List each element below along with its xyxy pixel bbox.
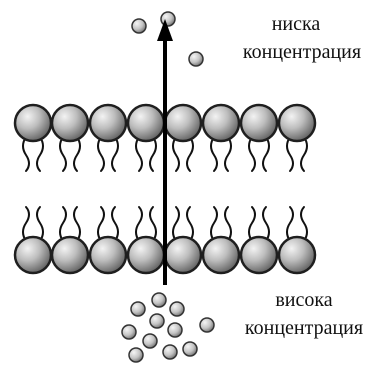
molecule-icon xyxy=(199,317,215,333)
lipid-tail xyxy=(186,206,194,242)
lipid-tail xyxy=(135,206,143,242)
lipid-tail xyxy=(224,206,232,242)
lipid-head-icon xyxy=(163,235,203,275)
lipid-head-icon xyxy=(88,103,128,143)
lipid-tail xyxy=(300,206,308,242)
lipid-head-icon xyxy=(13,103,53,143)
lipid-tail xyxy=(73,136,81,172)
molecule-icon xyxy=(160,11,176,27)
molecule-icon xyxy=(167,322,183,338)
molecule-icon xyxy=(121,324,137,340)
lipid-head-icon xyxy=(13,235,53,275)
lipid-head-icon xyxy=(50,235,90,275)
lipid-head-icon xyxy=(277,103,317,143)
molecule-icon xyxy=(169,301,185,317)
lipid-head-icon xyxy=(239,103,279,143)
lipid-head-icon xyxy=(277,235,317,275)
lipid-head-icon xyxy=(201,235,241,275)
lipid-tail xyxy=(36,206,44,242)
lipid-tail xyxy=(111,136,119,172)
lipid-tail xyxy=(286,206,294,242)
low-concentration-label-line2: концентрация xyxy=(243,41,361,63)
lipid-tail xyxy=(248,206,256,242)
lipid-tail xyxy=(172,136,180,172)
lipid-tail xyxy=(172,206,180,242)
molecule-icon xyxy=(131,18,147,34)
lipid-tail xyxy=(22,136,30,172)
lipid-head-icon xyxy=(239,235,279,275)
lipid-tail xyxy=(59,206,67,242)
molecule-icon xyxy=(162,344,178,360)
high-concentration-molecules xyxy=(121,292,215,363)
lipid-tail xyxy=(248,136,256,172)
molecule-icon xyxy=(142,333,158,349)
lipid-tail xyxy=(22,206,30,242)
lipid-tail xyxy=(210,206,218,242)
lipid-tail xyxy=(186,136,194,172)
lipid-tail xyxy=(149,206,157,242)
low-concentration-label-line1: ниска xyxy=(272,13,321,35)
lipid-head-icon xyxy=(88,235,128,275)
lipid-tail xyxy=(111,206,119,242)
lipid-head-icon xyxy=(126,235,166,275)
lipid-tail xyxy=(97,206,105,242)
molecule-icon xyxy=(130,301,146,317)
lipid-tail xyxy=(286,136,294,172)
lipid-tail xyxy=(97,136,105,172)
lipid-tail xyxy=(300,136,308,172)
lipid-tail xyxy=(149,136,157,172)
lipid-head-icon xyxy=(201,103,241,143)
molecule-icon xyxy=(149,313,165,329)
lipid-tail xyxy=(262,136,270,172)
molecule-icon xyxy=(188,51,204,67)
lipid-tail xyxy=(135,136,143,172)
molecule-icon xyxy=(151,292,167,308)
high-concentration-label-line2: концентрация xyxy=(245,317,363,339)
lipid-tail xyxy=(210,136,218,172)
high-concentration-label-line1: висока xyxy=(275,289,332,311)
lipid-head-icon xyxy=(126,103,166,143)
molecule-icon xyxy=(128,347,144,363)
up-arrow-icon xyxy=(157,19,173,41)
molecule-icon xyxy=(182,341,198,357)
lipid-tail xyxy=(262,206,270,242)
lipid-tail xyxy=(224,136,232,172)
lipid-tail xyxy=(73,206,81,242)
lipid-head-icon xyxy=(50,103,90,143)
lipid-tail xyxy=(36,136,44,172)
phospholipid-bilayer xyxy=(13,103,317,275)
transport-arrow xyxy=(157,19,173,285)
lipid-tail xyxy=(59,136,67,172)
lipid-head-icon xyxy=(163,103,203,143)
